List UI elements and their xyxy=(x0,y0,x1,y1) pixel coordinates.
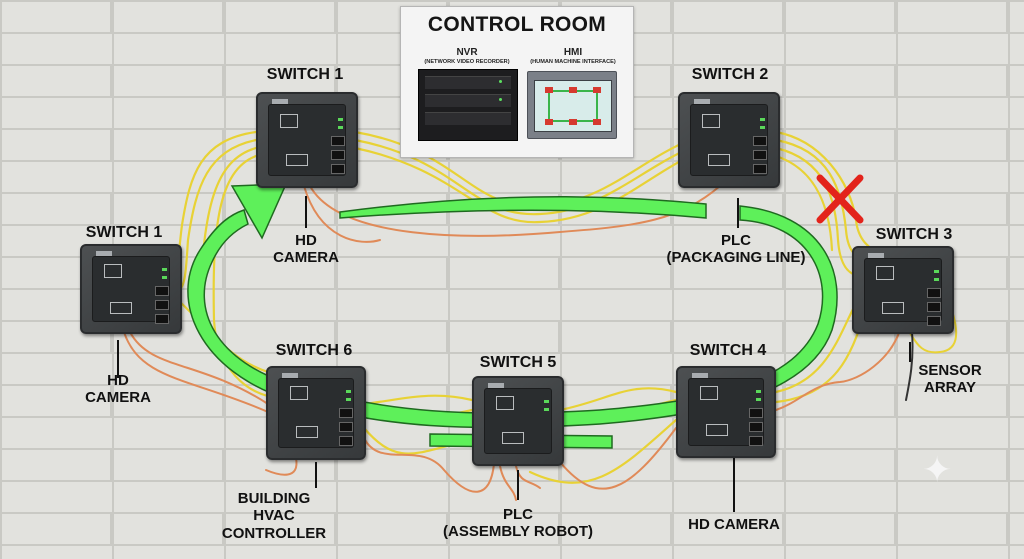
switch-3-device xyxy=(852,246,954,334)
switch-1-left-device xyxy=(80,244,182,334)
control-room-title: CONTROL ROOM xyxy=(427,13,607,36)
hd-camera-bottom-label: HD CAMERA xyxy=(688,516,780,533)
hmi-label: HMI (HUMAN MACHINE INTERFACE) xyxy=(523,47,623,65)
nvr-title: NVR xyxy=(456,47,478,58)
nvr-subtitle: (NETWORK VIDEO RECORDER) xyxy=(424,59,510,65)
switch-2-title: SWITCH 2 xyxy=(691,66,769,83)
switch-1-left-title: SWITCH 1 xyxy=(85,224,163,241)
switch-4-device xyxy=(676,366,776,458)
switch-1-top-device xyxy=(256,92,358,188)
sparkle-icon: ✦ xyxy=(922,449,953,490)
hmi-title: HMI xyxy=(563,47,583,58)
control-room-panel: CONTROL ROOM NVR (NETWORK VIDEO RECORDER… xyxy=(400,6,634,158)
x-mark-icon xyxy=(816,174,864,224)
nvr-label: NVR (NETWORK VIDEO RECORDER) xyxy=(415,47,519,65)
switch-3-title: SWITCH 3 xyxy=(875,226,953,243)
switch-5-device xyxy=(472,376,564,466)
hmi-device xyxy=(527,71,617,139)
switch-6-device xyxy=(266,366,366,460)
plc-packaging-label: PLC (PACKAGING LINE) xyxy=(666,232,806,267)
switch-6-title: SWITCH 6 xyxy=(275,342,353,359)
switch-2-device xyxy=(678,92,780,188)
hd-camera-top-label: HD CAMERA xyxy=(273,232,339,267)
plc-assembly-label: PLC (ASSEMBLY ROBOT) xyxy=(442,506,594,541)
switch-5-title: SWITCH 5 xyxy=(479,354,557,371)
hmi-subtitle: (HUMAN MACHINE INTERFACE) xyxy=(530,59,616,65)
hmi-screen xyxy=(534,80,612,132)
switch-1-top-title: SWITCH 1 xyxy=(266,66,344,83)
label-pointers xyxy=(117,196,911,512)
hvac-controller-label: BUILDING HVAC CONTROLLER xyxy=(221,490,327,542)
fiber-cables xyxy=(123,130,958,501)
sensor-array-label: SENSOR ARRAY xyxy=(918,362,982,397)
nvr-device xyxy=(418,69,518,141)
switch-4-title: SWITCH 4 xyxy=(689,342,767,359)
hd-camera-left-label: HD CAMERA xyxy=(85,372,151,407)
